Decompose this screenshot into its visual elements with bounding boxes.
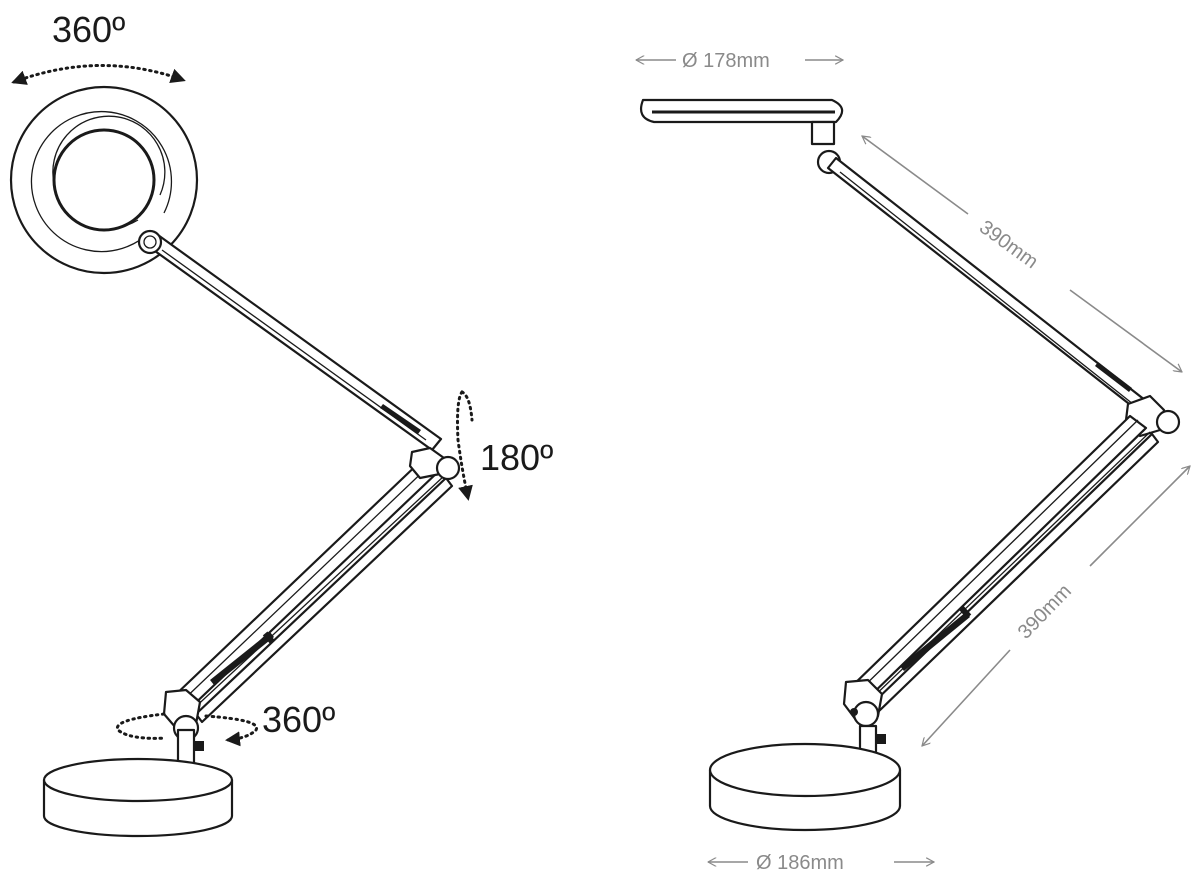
front-elbow-joint bbox=[408, 446, 461, 481]
front-upper-arm bbox=[146, 233, 443, 452]
base-rotation-label: 360º bbox=[262, 699, 335, 740]
lower-arm-length-label: 390mm bbox=[1014, 580, 1076, 643]
head-rotation-label: 360º bbox=[52, 9, 125, 50]
lower-arm-dimension bbox=[1089, 466, 1190, 567]
side-lamp-head bbox=[639, 98, 844, 146]
head-diameter-label: Ø 178mm bbox=[682, 50, 770, 72]
base-diameter-label: Ø 186mm bbox=[756, 852, 844, 874]
elbow-rotation-arrow bbox=[456, 390, 473, 501]
front-lower-arm bbox=[168, 456, 454, 724]
upper-arm-length-label: 390mm bbox=[975, 216, 1042, 273]
elbow-rotation-label: 180º bbox=[480, 437, 553, 478]
head-rotation-arrow bbox=[11, 64, 186, 85]
front-view: 360º bbox=[9, 9, 553, 838]
upper-arm-dimension bbox=[862, 136, 969, 215]
ring-lamp-head bbox=[9, 85, 199, 275]
base-rotation-arrow bbox=[115, 712, 168, 740]
side-lower-arm bbox=[846, 414, 1160, 714]
side-upper-arm bbox=[826, 156, 1152, 416]
front-base bbox=[42, 757, 234, 838]
head-joint bbox=[137, 229, 163, 255]
side-base bbox=[708, 742, 902, 832]
side-view: Ø 178mm 390mm bbox=[636, 50, 1190, 874]
